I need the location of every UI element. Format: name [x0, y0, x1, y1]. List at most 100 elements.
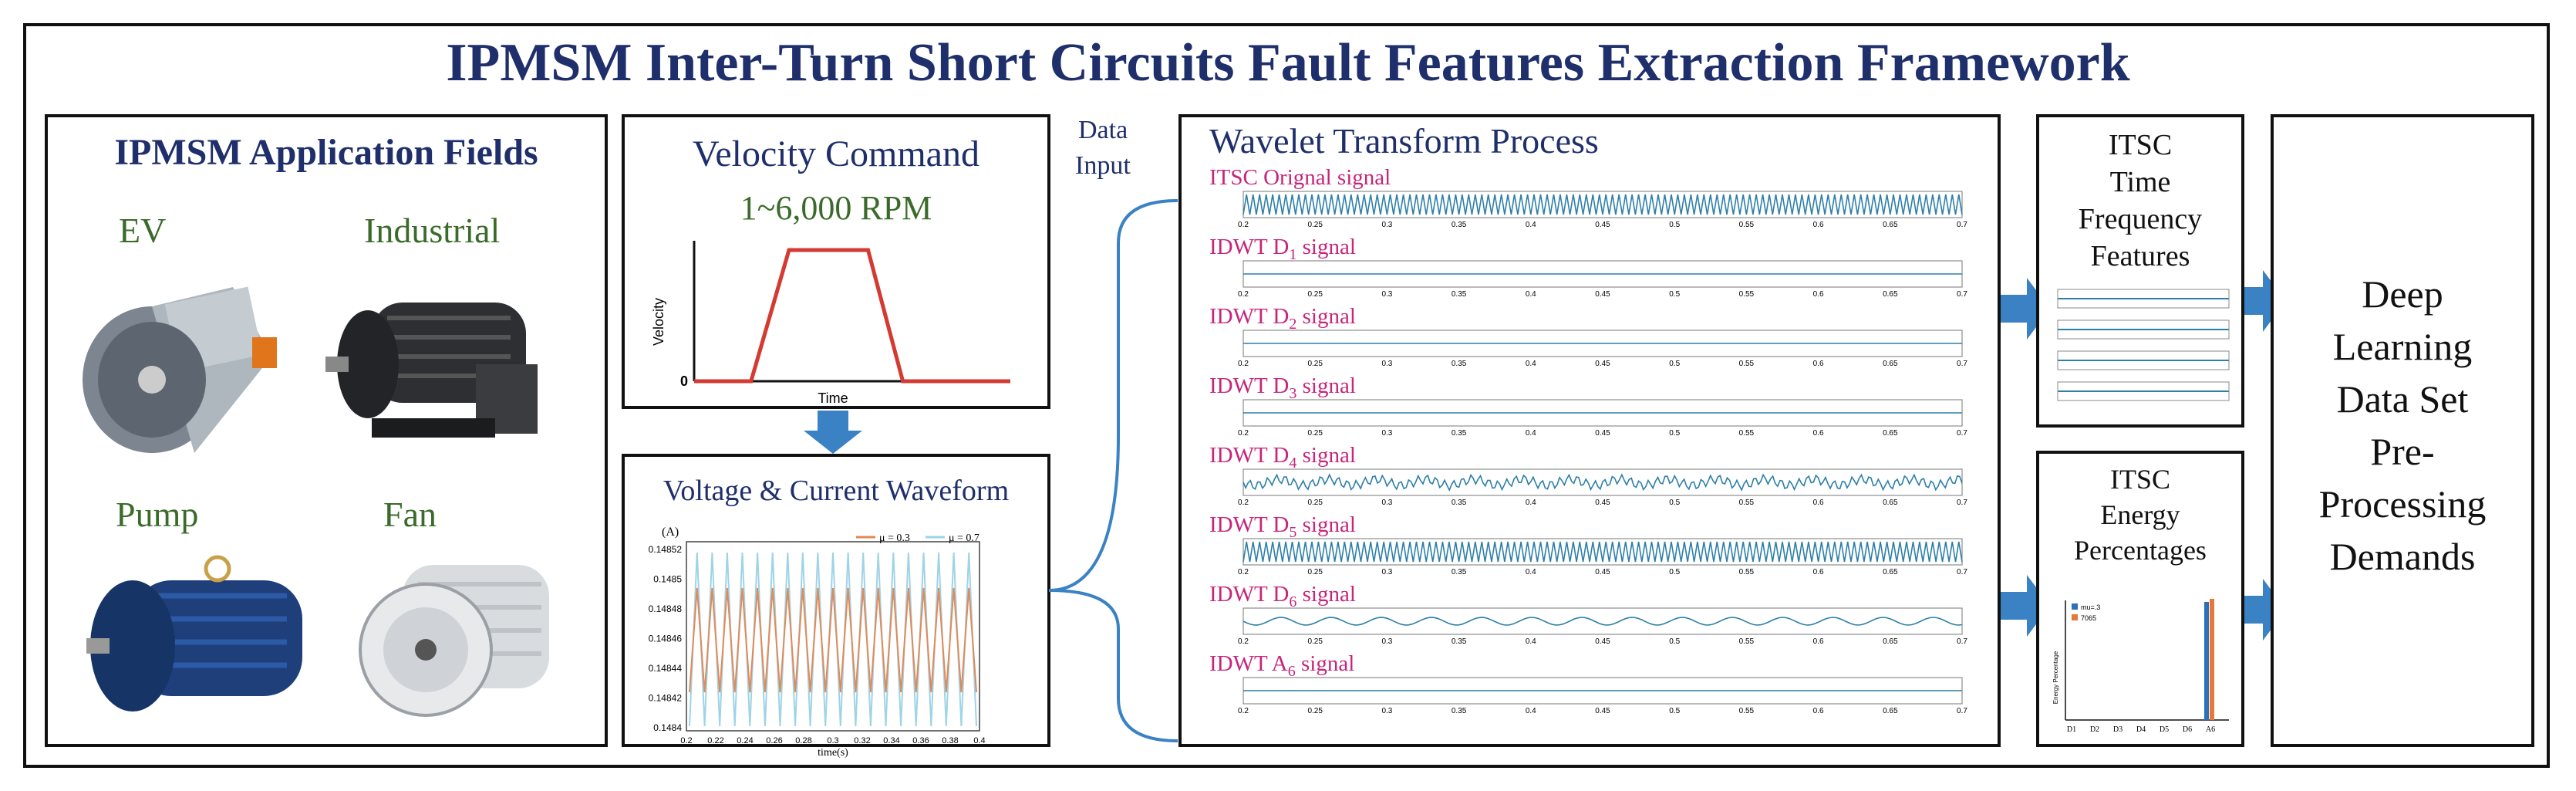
- wavelet-signal-label: IDWT D2 signal: [1209, 304, 1356, 333]
- waveform-series-mu07: [689, 552, 977, 727]
- wavelet-xtick: 0.2: [1238, 360, 1249, 368]
- waveform-xlabel: time(s): [818, 747, 848, 759]
- energy-legend-swatch: [2072, 614, 2078, 620]
- wavelet-xtick: 0.3: [1381, 499, 1392, 507]
- velocity-command-panel: Velocity Command 1~6,000 RPM Velocity Ti…: [622, 114, 1050, 409]
- wavelet-xtick: 0.5: [1669, 707, 1680, 715]
- wavelet-xtick: 0.25: [1307, 429, 1323, 438]
- wavelet-xtick: 0.3: [1381, 429, 1392, 438]
- waveform-ytick: 0.1485: [653, 574, 682, 585]
- energy-bar: [2210, 599, 2214, 720]
- application-fields-panel: IPMSM Application Fields EV Industrial P…: [45, 114, 608, 747]
- energy-title-line: Percentages: [2074, 535, 2207, 566]
- time-frequency-features-panel: ITSC Time Frequency Features: [2036, 114, 2244, 428]
- wavelet-xtick: 0.25: [1307, 499, 1323, 507]
- output-line: Pre-: [2370, 430, 2435, 473]
- wavelet-xtick: 0.35: [1452, 221, 1467, 229]
- outer-frame: [23, 23, 2550, 768]
- wavelet-trace: [1242, 541, 1963, 563]
- wavelet-xtick: 0.2: [1238, 221, 1249, 229]
- legend-label-mu07: μ = 0.7: [949, 532, 979, 544]
- wavelet-trace: [1242, 194, 1963, 215]
- waveform-xtick: 0.22: [707, 736, 723, 745]
- pump-motor-image: [86, 555, 302, 712]
- wavelet-xtick: 0.2: [1238, 290, 1249, 299]
- wavelet-xtick: 0.7: [1957, 290, 1967, 299]
- wavelet-xtick: 0.55: [1739, 637, 1755, 646]
- wavelet-xtick: 0.7: [1957, 360, 1967, 368]
- wavelet-signal-label: IDWT D5 signal: [1209, 512, 1356, 541]
- fan-motor-image: [359, 565, 549, 717]
- energy-legend-label: mu=.3: [2081, 603, 2100, 611]
- waveform-series-mu03: [689, 587, 977, 693]
- wavelet-xtick: 0.3: [1381, 637, 1392, 646]
- velocity-ylabel: Velocity: [651, 298, 666, 346]
- wavelet-xtick: 0.2: [1238, 568, 1249, 576]
- wavelet-xtick: 0.7: [1957, 568, 1967, 576]
- wavelet-xtick: 0.7: [1957, 637, 1967, 646]
- wavelet-xtick: 0.65: [1883, 568, 1898, 576]
- waveform-ytick: 0.14844: [649, 663, 683, 674]
- velocity-profile-line: [694, 248, 1010, 384]
- ev-motor-image: [83, 286, 277, 453]
- waveform-ytick: 0.14852: [649, 544, 683, 555]
- velocity-range: 1~6,000 RPM: [740, 189, 932, 227]
- data-input-label-line2: Input: [1075, 151, 1131, 180]
- waveform-ytick: 0.14846: [649, 634, 683, 644]
- wavelet-xtick: 0.6: [1813, 707, 1824, 715]
- wavelet-xtick: 0.6: [1813, 568, 1824, 576]
- tf-mini-plots: [2057, 289, 2230, 401]
- wavelet-xtick: 0.25: [1307, 221, 1323, 229]
- wavelet-xtick: 0.6: [1813, 221, 1824, 229]
- wavelet-xtick: 0.3: [1381, 290, 1392, 299]
- energy-title-line: ITSC: [2109, 464, 2170, 495]
- wavelet-signal-label: ITSC Orignal signal: [1209, 165, 1391, 190]
- wavelet-xtick: 0.55: [1739, 221, 1755, 229]
- waveform-xtick: 0.34: [883, 736, 899, 745]
- energy-xtick: D1: [2067, 725, 2076, 734]
- industrial-motor-image: [325, 303, 538, 438]
- wavelet-xtick: 0.4: [1526, 499, 1536, 507]
- wavelet-xtick: 0.35: [1452, 707, 1467, 715]
- wavelet-xtick: 0.45: [1595, 499, 1610, 507]
- waveform-xtick: 0.3: [827, 736, 838, 745]
- tf-title-line: Time: [2109, 166, 2171, 198]
- energy-xtick: D2: [2090, 725, 2099, 734]
- waveform-axes: [686, 541, 980, 732]
- waveform-plot: (A)0.148520.14850.148480.148460.148440.1…: [649, 526, 986, 759]
- wavelet-heading: Wavelet Transform Process: [1209, 121, 1599, 161]
- data-input-brace: [1048, 199, 1178, 742]
- wavelet-xtick: 0.35: [1452, 290, 1467, 299]
- wavelet-xtick: 0.7: [1957, 221, 1967, 229]
- waveform-xtick: 0.24: [737, 736, 753, 745]
- wavelet-xtick: 0.65: [1883, 499, 1898, 507]
- velocity-zero-label: 0: [680, 374, 688, 389]
- wavelet-signal-label: IDWT D3 signal: [1209, 374, 1356, 402]
- energy-ylabel: Energy Percentage: [2052, 651, 2059, 704]
- wavelet-xtick: 0.5: [1669, 637, 1680, 646]
- wavelet-xtick: 0.3: [1381, 221, 1392, 229]
- down-arrow-icon: [804, 411, 862, 454]
- energy-title-line: Energy: [2100, 499, 2180, 530]
- wavelet-xtick: 0.5: [1669, 360, 1680, 368]
- wavelet-xtick: 0.35: [1452, 637, 1467, 646]
- wavelet-xtick: 0.25: [1307, 290, 1323, 299]
- wavelet-xtick: 0.25: [1307, 637, 1323, 646]
- wavelet-xtick: 0.45: [1595, 360, 1610, 368]
- wavelet-xtick: 0.6: [1813, 290, 1824, 299]
- wavelet-xtick: 0.25: [1307, 360, 1323, 368]
- wavelet-xtick: 0.55: [1739, 499, 1755, 507]
- energy-xtick: D5: [2160, 725, 2169, 734]
- wavelet-signal-label: IDWT A6 signal: [1209, 651, 1355, 680]
- waveform-ytick: 0.1484: [653, 722, 682, 733]
- wavelet-xtick: 0.3: [1381, 707, 1392, 715]
- field-label-pump: Pump: [116, 495, 199, 534]
- wavelet-xtick: 0.7: [1957, 499, 1967, 507]
- deep-learning-output-panel: Deep Learning Data Set Pre- Processing D…: [2271, 114, 2534, 747]
